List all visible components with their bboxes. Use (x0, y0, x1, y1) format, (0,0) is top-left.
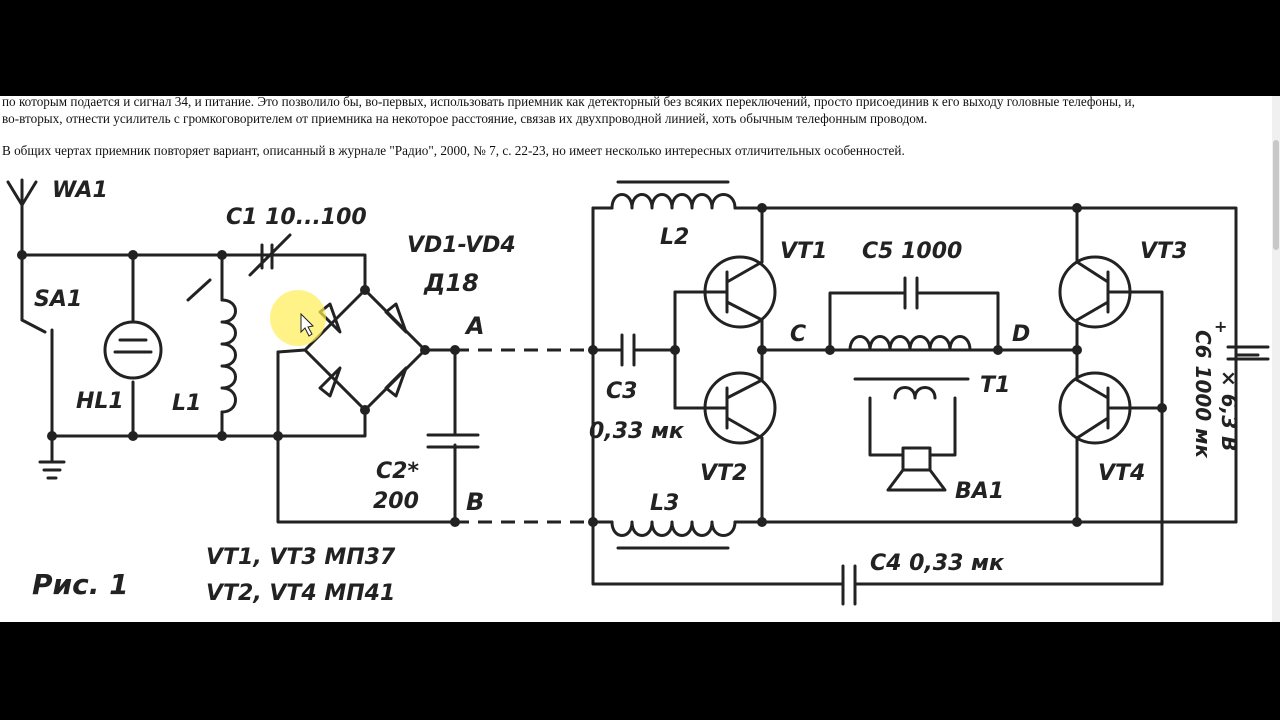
coil-l1 (186, 278, 237, 414)
label-plus-sign: + (1214, 317, 1227, 336)
transistor-vt3 (1058, 255, 1132, 329)
label-vd1-vd4: VD1-VD4 (407, 233, 516, 258)
label-node-b: B (466, 488, 484, 516)
transformer-t1 (848, 335, 972, 492)
amplifier-wires (591, 206, 1270, 606)
label-sa1: SA1 (34, 287, 82, 312)
label-ba1: BA1 (955, 479, 1004, 504)
label-c2: C2* (376, 459, 419, 484)
label-wa1: WA1 (52, 178, 108, 203)
label-c5: C5 1000 (862, 239, 962, 264)
article-paragraph-line-1: по которым подается и сигнал 34, и питан… (2, 96, 1135, 109)
label-d18: Д18 (423, 269, 479, 297)
label-c6: C6 1000 мк (1191, 330, 1215, 459)
label-node-c: C (790, 322, 806, 347)
label-c3: C3 (606, 379, 637, 404)
lamp-hl1 (103, 320, 163, 380)
label-c4: C4 0,33 мк (870, 551, 1005, 576)
label-l2: L2 (660, 225, 689, 250)
output-wires (423, 348, 593, 524)
label-vt1: VT1 (780, 239, 827, 264)
label-c3-value: 0,33 мк (589, 419, 685, 444)
mouse-cursor-icon (300, 312, 315, 337)
label-transistor-note-2: VT2, VT4 МП41 (206, 581, 395, 606)
label-node-a: A (464, 312, 485, 340)
label-vt2: VT2 (700, 461, 747, 486)
antenna-symbol (6, 178, 38, 257)
label-l3: L3 (650, 491, 679, 516)
capacitor-c1 (248, 233, 292, 277)
coil-l3 (610, 520, 737, 550)
label-l1: L1 (172, 391, 201, 416)
scrollbar-thumb[interactable] (1273, 140, 1279, 250)
transistor-vt4 (1058, 371, 1132, 445)
transistor-vt1 (703, 255, 777, 329)
article-paragraph-2: В общих чертах приемник повторяет вариан… (2, 143, 905, 158)
article-paragraph-line-2: во-вторых, отнести усилитель с громкогов… (2, 111, 928, 126)
cursor-highlight (270, 290, 326, 346)
schematic-diagram: WA1 (6, 178, 1270, 606)
coil-l2 (610, 180, 737, 210)
label-t1: T1 (980, 373, 1010, 398)
label-c1: C1 10...100 (226, 205, 367, 230)
label-vt3: VT3 (1140, 239, 1187, 264)
label-vt4: VT4 (1098, 461, 1145, 486)
vertical-scrollbar[interactable] (1272, 96, 1280, 622)
label-hl1: HL1 (76, 389, 124, 414)
label-transistor-note-1: VT1, VT3 МП37 (206, 545, 396, 570)
label-c2-value: 200 (373, 489, 419, 514)
transistor-vt2 (703, 371, 777, 445)
label-c6-voltage: × 6,3 В (1217, 370, 1241, 451)
figure-caption: Рис. 1 (32, 568, 129, 601)
article-page: по которым подается и сигнал 34, и питан… (0, 96, 1272, 622)
label-node-d: D (1012, 322, 1030, 347)
